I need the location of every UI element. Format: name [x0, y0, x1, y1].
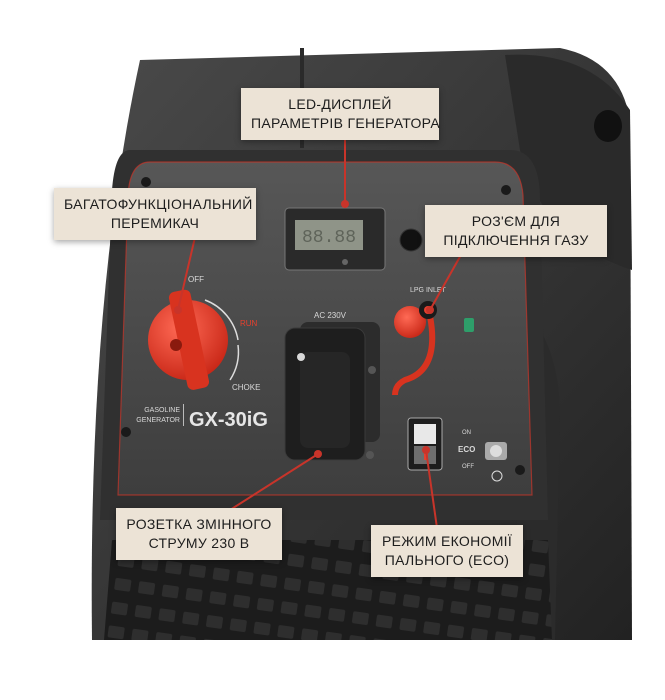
switch-off-label: OFF: [188, 275, 204, 284]
callout-switch-line1: БАГАТОФУНКЦІОНАЛЬНИЙ: [64, 196, 253, 212]
callout-dots: [174, 200, 434, 458]
reset-button[interactable]: [399, 228, 423, 252]
eco-on-label: ON: [462, 430, 471, 436]
ac-voltage-label: AC 230V: [314, 311, 347, 320]
led-display-reading: 88.88: [302, 228, 356, 248]
ac-socket[interactable]: [284, 322, 380, 461]
callout-socket-line2: СТРУМУ 230 В: [148, 535, 250, 551]
eco-label: ECO: [458, 445, 475, 454]
eco-switch[interactable]: [407, 417, 443, 471]
eco-off-label: OFF: [462, 464, 474, 470]
callout-gas-line2: ПІДКЛЮЧЕННЯ ГАЗУ: [443, 232, 589, 248]
lpg-inlet-label: LPG INLET: [410, 287, 447, 294]
callout-socket: РОЗЕТКА ЗМІННОГО СТРУМУ 230 В: [116, 508, 282, 560]
callout-gas-connector: РОЗ'ЄМ ДЛЯ ПІДКЛЮЧЕННЯ ГАЗУ: [425, 205, 607, 257]
callout-switch: БАГАТОФУНКЦІОНАЛЬНИЙ ПЕРЕМИКАЧ: [54, 188, 256, 240]
callout-eco-line1: РЕЖИМ ЕКОНОМІЇ: [381, 533, 513, 549]
callout-led-line2: ПАРАМЕТРІВ ГЕНЕРАТОРА: [251, 115, 441, 131]
callout-gas-line1: РОЗ'ЄМ ДЛЯ: [471, 213, 561, 229]
model-name: GX-30iG: [189, 409, 268, 431]
switch-run-label: RUN: [240, 319, 258, 328]
callout-led-display: LED-ДИСПЛЕЙ ПАРАМЕТРІВ ГЕНЕРАТОРА: [241, 88, 441, 140]
callout-led-line1: LED-ДИСПЛЕЙ: [288, 96, 392, 112]
callout-switch-line2: ПЕРЕМИКАЧ: [110, 215, 200, 231]
multifunction-switch[interactable]: [148, 289, 240, 391]
callout-lines: [177, 132, 467, 529]
callout-socket-line1: РОЗЕТКА ЗМІННОГО: [126, 516, 272, 532]
ground-terminal[interactable]: [485, 442, 507, 482]
callout-eco-line2: ПАЛЬНОГО (ECO): [384, 552, 510, 568]
callout-eco: РЕЖИМ ЕКОНОМІЇ ПАЛЬНОГО (ECO): [371, 525, 523, 577]
led-display: 88.88: [284, 207, 386, 271]
switch-choke-label: CHOKE: [232, 383, 260, 392]
brand-line-1: GASOLINE: [144, 407, 180, 414]
brand-line-2: GENERATOR: [136, 417, 180, 424]
